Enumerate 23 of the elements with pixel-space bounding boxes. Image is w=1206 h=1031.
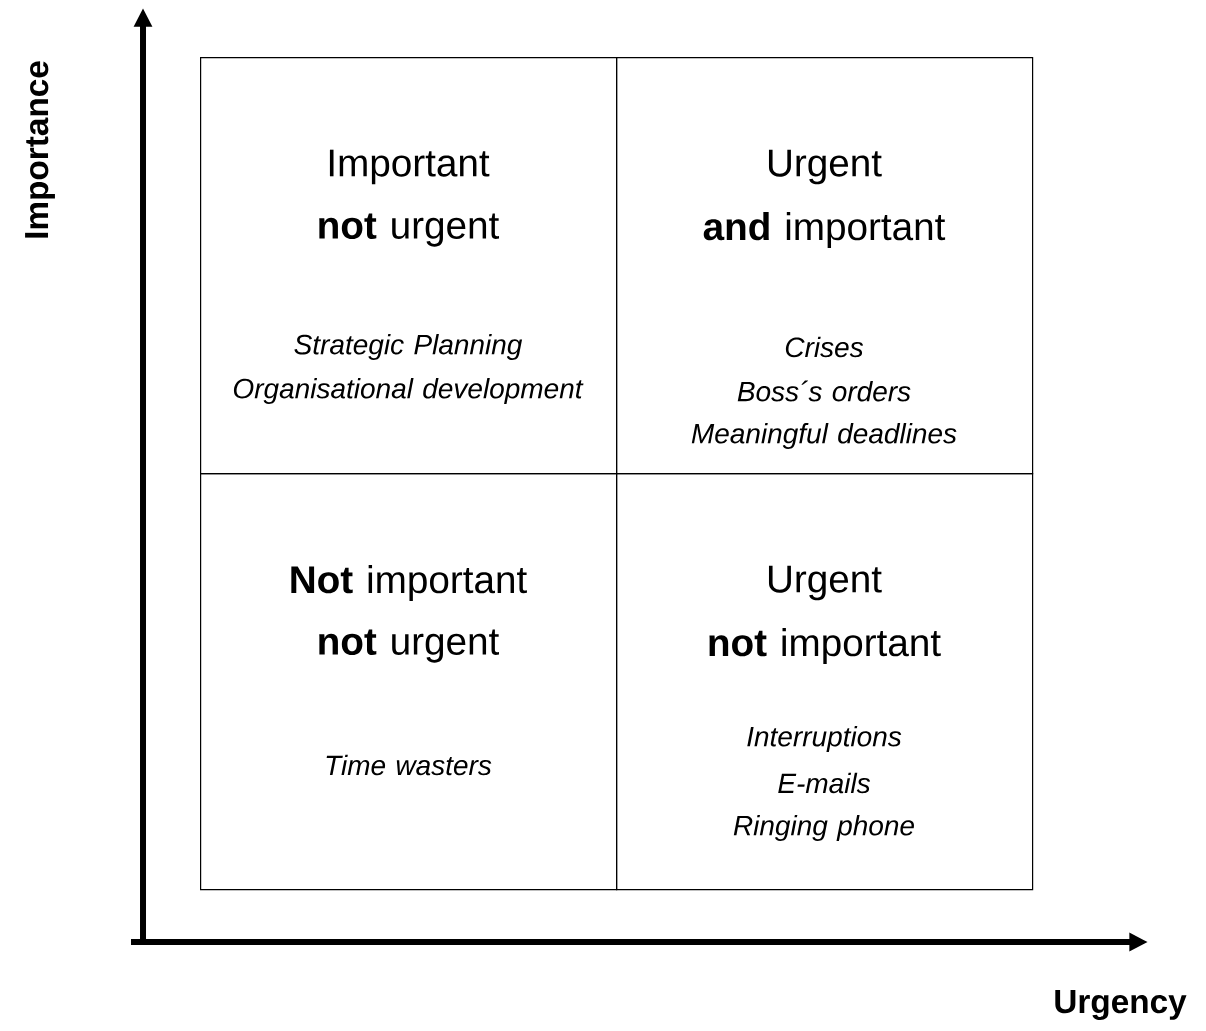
heading-text: Important xyxy=(329,149,490,185)
heading-text: and important xyxy=(703,212,946,249)
heading-text: Urgent xyxy=(768,149,882,185)
item-text: Meaningful deadlines xyxy=(691,422,957,450)
quadrant-box xyxy=(200,473,618,891)
item-text: Boss´s orders xyxy=(737,380,911,402)
quadrant-box xyxy=(616,473,1034,891)
heading-text: Urgent xyxy=(768,565,882,601)
axis-label: Importance xyxy=(25,61,55,238)
heading-text: not important xyxy=(709,627,941,665)
item-text: E-mails xyxy=(778,772,871,794)
quadrant-box xyxy=(200,57,618,475)
heading-text: not urgent xyxy=(319,629,499,663)
axis-label: Urgency xyxy=(1055,990,1187,1020)
quadrant-box xyxy=(616,57,1034,475)
heading-text: Not important xyxy=(291,564,527,602)
heading-text: not urgent xyxy=(319,213,499,247)
item-text: Organisational development xyxy=(233,377,584,405)
item-text: Interruptions xyxy=(747,725,902,753)
item-text: Time wasters xyxy=(326,754,492,776)
item-text: Ringing phone xyxy=(733,814,914,842)
item-text: Crises xyxy=(785,336,864,358)
item-text: Strategic Planning xyxy=(294,333,523,361)
